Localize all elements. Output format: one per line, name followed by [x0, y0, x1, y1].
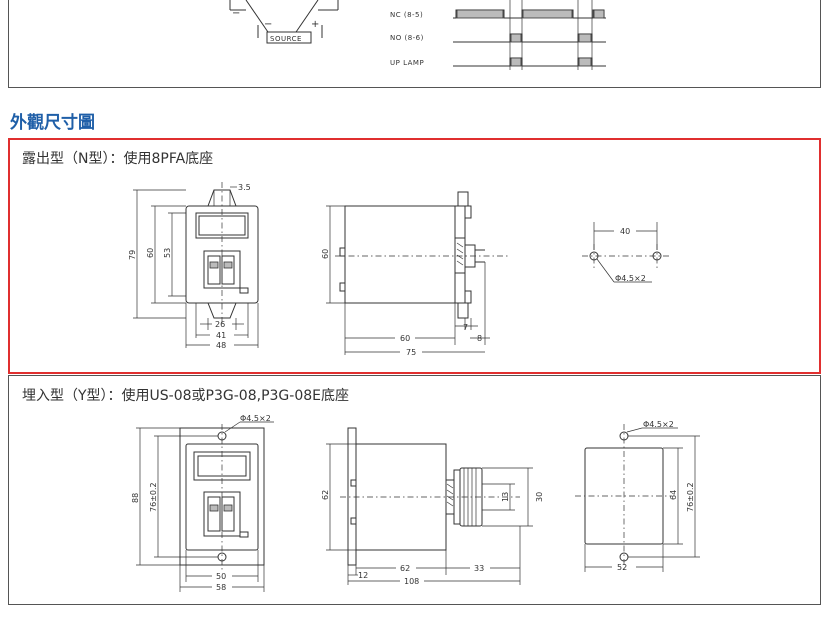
n-mounting-holes: 40 Φ4.5×2 [582, 222, 670, 283]
wiring-timing-panel [8, 0, 821, 88]
n-type-section [8, 138, 821, 374]
minus-left-label: − [232, 8, 240, 19]
no-label: NO (8-6) [390, 34, 424, 42]
n-dim-26: 26 [215, 320, 225, 329]
y-dim-64: 64 [669, 490, 678, 500]
y-hole-label-2: Φ4.5×2 [643, 420, 674, 429]
timing-chart: NC (8-5) NO (8-6) UP LAMP [390, 0, 606, 70]
n-dim-60c: 60 [400, 334, 410, 343]
n-dim-8: 8 [477, 334, 482, 343]
n-dim-75: 75 [406, 348, 416, 357]
n-dim-3-5: 3.5 [238, 183, 251, 192]
n-dim-7: 7 [463, 323, 468, 332]
y-dim-62a: 62 [321, 490, 330, 500]
y-dim-76: 76±0.2 [149, 482, 158, 512]
y-dim-50: 50 [216, 572, 226, 581]
n-dim-48: 48 [216, 341, 226, 350]
y-dim-52: 52 [617, 563, 627, 572]
up-lamp-label: UP LAMP [390, 59, 424, 67]
y-panel-cutout: Φ4.5×2 64 76±0.2 52 [575, 420, 700, 572]
n-side-view: 60 7 8 60 75 [321, 191, 510, 357]
n-type-subtitle: 露出型（N型）：使用8PFA底座 [22, 151, 214, 167]
minus-label: − [264, 19, 272, 30]
n-dim-41: 41 [216, 331, 226, 340]
y-side-view: 62 13 30 62 33 12 108 [321, 427, 544, 586]
y-dim-108: 108 [404, 577, 419, 586]
n-dim-60b: 60 [321, 249, 330, 259]
n-dim-79: 79 [128, 250, 137, 260]
plus-label: + [311, 19, 319, 30]
nc-label: NC (8-5) [390, 11, 423, 19]
y-dim-76b: 76±0.2 [686, 482, 695, 512]
n-hole-label: Φ4.5×2 [615, 274, 646, 283]
source-label: SOURCE [270, 35, 302, 43]
y-dim-33: 33 [474, 564, 484, 573]
section-title: 外觀尺寸圖 [10, 113, 95, 133]
wiring-diagram: − − + SOURCE [229, 0, 339, 44]
y-type-section [8, 375, 821, 605]
n-front-view: 3.5 79 60 53 26 41 48 [128, 182, 259, 350]
y-hole-label-1: Φ4.5×2 [240, 414, 271, 423]
y-dim-12: 12 [358, 571, 368, 580]
n-dim-40: 40 [620, 227, 630, 236]
y-dim-13: 13 [501, 492, 510, 502]
y-dim-88: 88 [131, 493, 140, 503]
y-dim-58: 58 [216, 583, 226, 592]
y-dim-62b: 62 [400, 564, 410, 573]
n-dim-60a: 60 [146, 248, 155, 258]
y-dim-30: 30 [535, 492, 544, 502]
y-front-view: Φ4.5×2 88 76±0.2 50 58 [131, 414, 274, 592]
n-dim-53: 53 [163, 248, 172, 258]
y-type-subtitle: 埋入型（Y型）：使用US-08或P3G-08,P3G-08E底座 [22, 388, 349, 404]
